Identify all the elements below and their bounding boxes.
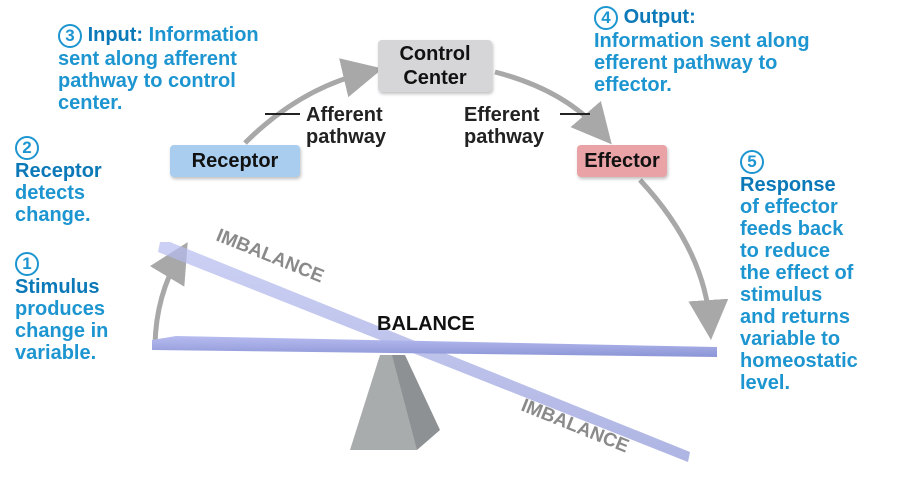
output-line: Information sent along (594, 30, 810, 52)
response-line: the effect of (740, 262, 854, 284)
input-title: Input: (87, 24, 144, 46)
step-response: 5 Response of effector feeds back to red… (740, 150, 858, 394)
stimulus-line: variable. (15, 342, 97, 364)
step-number-4: 4 (594, 6, 618, 30)
effector-to-response-arrow (638, 178, 729, 340)
balance-label: BALANCE (377, 313, 475, 335)
response-title: Response (740, 174, 836, 196)
step-number-5: 5 (740, 150, 764, 174)
response-line: and returns (740, 306, 851, 328)
step-input: 3 Input: Information sent along afferent… (58, 24, 259, 114)
output-line: efferent pathway to (594, 52, 778, 74)
afferent-line2: pathway (306, 126, 387, 148)
step-number-3: 3 (58, 24, 82, 48)
control-center-box: Control Center (378, 40, 492, 92)
fulcrum-shade (392, 355, 440, 450)
input-line: pathway to control (58, 70, 236, 92)
step-number-2: 2 (15, 136, 39, 160)
afferent-arrow (243, 58, 383, 145)
input-line: sent along afferent (58, 48, 237, 70)
efferent-line1: Efferent (464, 104, 540, 126)
output-line: effector. (594, 74, 672, 96)
step-number-1: 1 (15, 252, 39, 276)
efferent-line2: pathway (464, 126, 545, 148)
output-title: Output: (623, 6, 696, 28)
response-line: homeostatic (740, 350, 858, 372)
response-line: stimulus (740, 284, 823, 306)
balanced-plank (152, 336, 717, 357)
step-output: 4 Output: Information sent along efferen… (594, 6, 810, 96)
control-center-line1: Control (399, 43, 471, 65)
step-receptor: 2 Receptor detects change. (15, 136, 102, 226)
stimulus-line: produces (15, 298, 106, 320)
response-line: variable to (740, 328, 841, 350)
receptor-line: change. (15, 204, 91, 226)
efferent-arrow (494, 69, 612, 145)
efferent-pathway-label: Efferent pathway (464, 104, 544, 148)
receptor-title: Receptor (15, 160, 102, 182)
control-center-line2: Center (403, 67, 467, 89)
response-line: of effector (740, 196, 838, 218)
response-line: level. (740, 372, 791, 394)
response-line: to reduce (740, 240, 831, 262)
stimulus-to-receptor-arrow (149, 242, 188, 346)
afferent-line1: Afferent (306, 104, 383, 126)
input-line: center. (58, 92, 123, 114)
receptor-line: detects (15, 182, 86, 204)
feedback-loop-arrows (149, 58, 729, 346)
stimulus-line: change in (15, 320, 109, 342)
receptor-box: Receptor (170, 145, 300, 177)
afferent-pathway-label: Afferent pathway (306, 104, 386, 148)
input-line: Information (148, 24, 259, 46)
step-stimulus: 1 Stimulus produces change in variable. (15, 252, 108, 364)
effector-box: Effector (577, 145, 667, 177)
response-line: feeds back (740, 218, 844, 240)
stimulus-title: Stimulus (15, 276, 100, 298)
